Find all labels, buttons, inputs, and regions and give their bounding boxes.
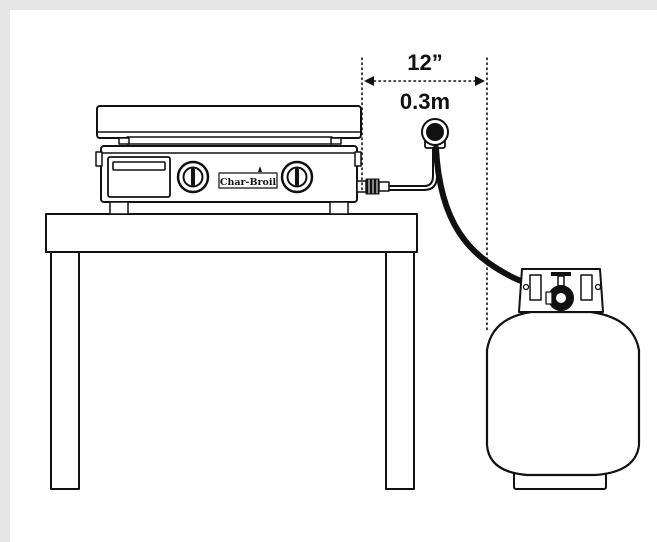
dimension-metric-label: 0.3m <box>400 89 450 114</box>
griddle: Char-Broil <box>95 105 449 215</box>
brand-logo: Char-Broil <box>218 166 278 189</box>
regulator-tube <box>388 145 434 187</box>
propane-tank <box>485 268 641 490</box>
table <box>45 213 418 490</box>
tank-valve <box>545 272 574 311</box>
clearance-dimension: 12” 0.3m <box>361 50 488 331</box>
table-leg-right <box>385 251 415 490</box>
griddle-lid <box>96 105 362 139</box>
dimension-imperial-label: 12” <box>407 50 442 75</box>
brand-logo-text: Char-Broil <box>220 177 277 188</box>
table-leg-left <box>50 251 80 490</box>
tank-body <box>485 310 641 477</box>
burner-knob-left <box>176 160 210 194</box>
regulator-fitting <box>356 178 390 195</box>
burner-knob-right <box>280 160 314 194</box>
table-top <box>45 213 418 253</box>
griddle-lid-handle <box>126 136 333 145</box>
grease-drawer-handle <box>112 161 166 171</box>
regulator-knob <box>421 118 449 149</box>
